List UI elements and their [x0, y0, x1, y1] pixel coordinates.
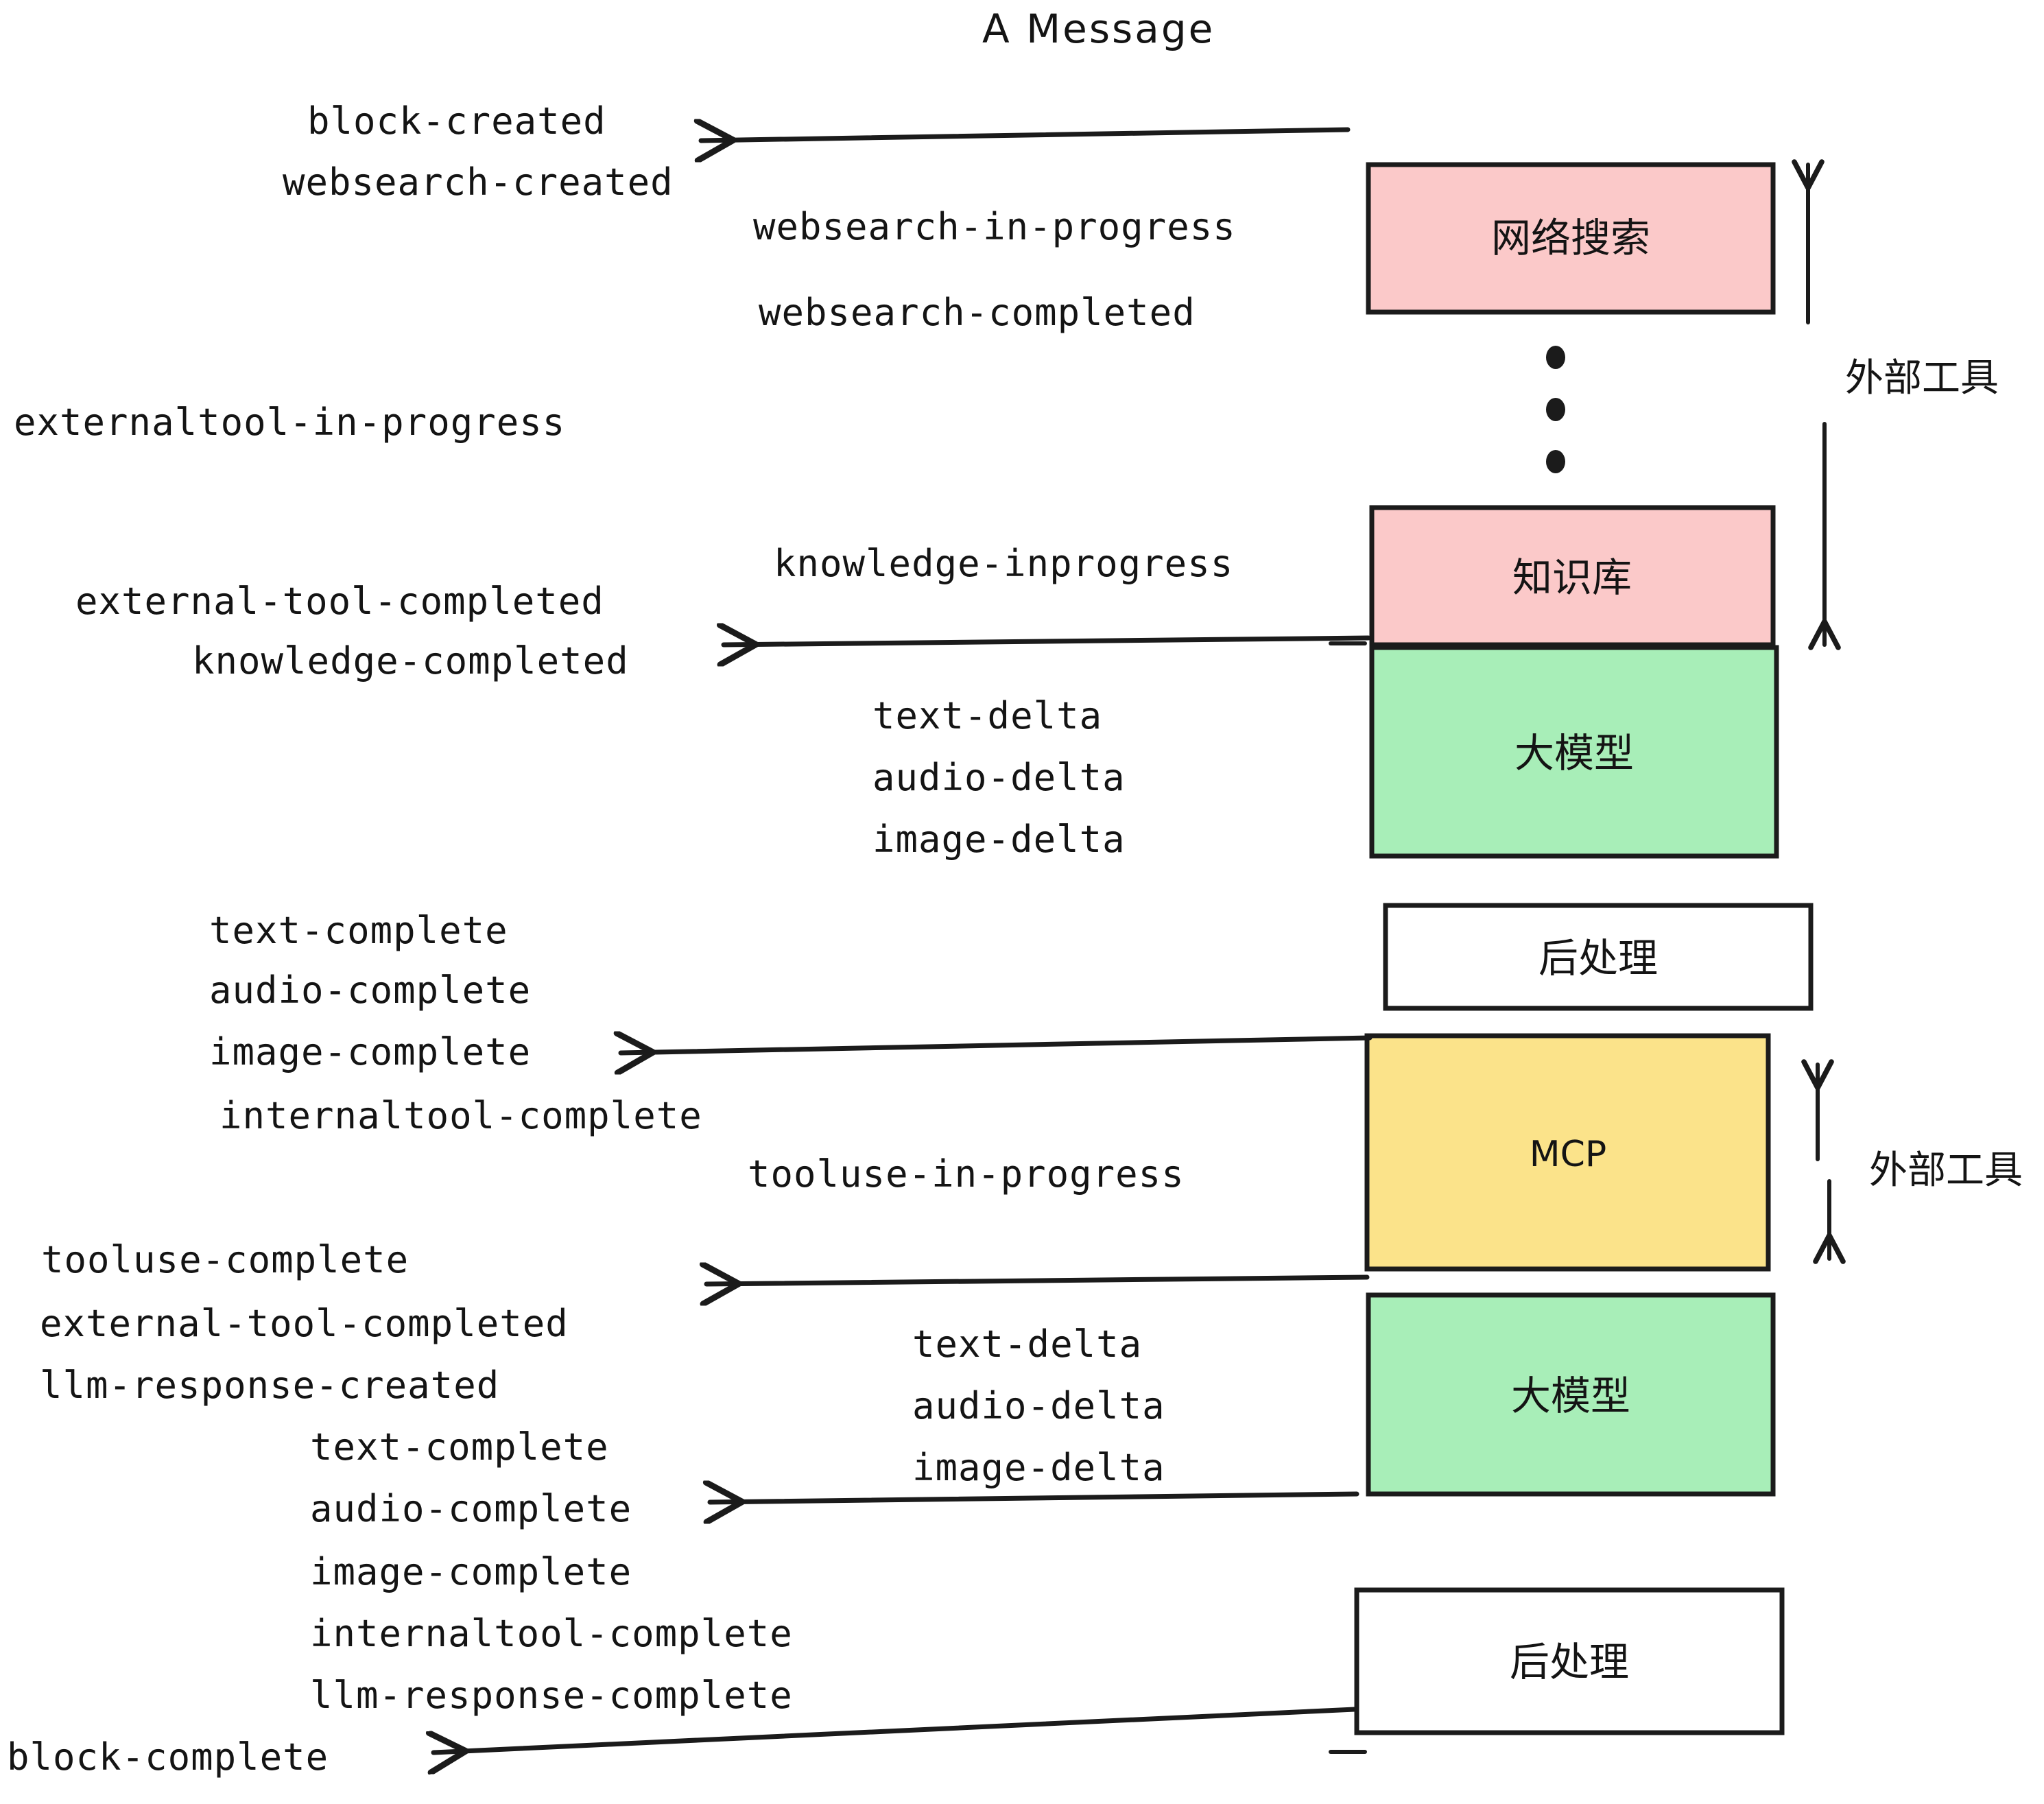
node-llm-first[interactable]: 大模型 — [1369, 645, 1779, 859]
event-label-text-delta-1: text-delta — [872, 694, 1102, 737]
event-label-tooluse-complete: tooluse-complete — [41, 1238, 409, 1281]
node-rect[interactable] — [1369, 505, 1776, 648]
event-label-knowledge-completed: knowledge-completed — [192, 639, 629, 683]
event-labels: block-created websearch-created websearc… — [7, 99, 1236, 1779]
arrow-image-complete — [621, 1038, 1372, 1053]
event-label-image-complete-2: image-complete — [310, 1550, 632, 1593]
node-rect[interactable] — [1364, 1033, 1771, 1272]
arrow-block-complete — [433, 1707, 1357, 1753]
event-label-tooluse-in-progress: tooluse-in-progress — [748, 1152, 1185, 1196]
event-label-externaltool-in-progress: externaltool-in-progress — [14, 401, 565, 444]
event-label-image-complete-1: image-complete — [209, 1030, 531, 1073]
node-knowledge[interactable]: 知识库 — [1369, 505, 1776, 648]
event-label-block-created: block-created — [307, 99, 606, 143]
event-label-block-complete: block-complete — [7, 1735, 329, 1779]
side-label-external-tool-top: 外部工具 — [1845, 356, 1999, 401]
event-label-internaltool-complete-1: internaltool-complete — [219, 1094, 702, 1137]
event-label-external-tool-completed-1: external-tool-completed — [75, 580, 604, 623]
event-label-websearch-created: websearch-created — [283, 161, 674, 204]
node-post-second[interactable]: 后处理 — [1354, 1587, 1785, 1735]
arrow-block-created — [701, 130, 1351, 141]
node-label: 网络搜索 — [1491, 215, 1650, 261]
arrow-tooluse-complete — [706, 1277, 1370, 1284]
event-label-audio-delta-2: audio-delta — [912, 1384, 1165, 1427]
node-label: 知识库 — [1512, 554, 1632, 601]
node-rect[interactable] — [1369, 645, 1779, 859]
page-title: A Message — [982, 5, 1215, 52]
node-mcp[interactable]: MCP — [1364, 1033, 1771, 1272]
event-label-websearch-completed: websearch-completed — [759, 291, 1196, 334]
event-label-image-delta-1: image-delta — [872, 818, 1126, 861]
node-rect[interactable] — [1354, 1587, 1785, 1735]
node-llm-second[interactable]: 大模型 — [1366, 1292, 1776, 1497]
node-label: 大模型 — [1514, 730, 1634, 776]
event-label-external-tool-completed-2: external-tool-completed — [40, 1302, 569, 1345]
event-label-websearch-in-progress: websearch-in-progress — [753, 205, 1236, 248]
node-rect[interactable] — [1383, 903, 1814, 1011]
event-label-internaltool-complete-2: internaltool-complete — [310, 1612, 793, 1655]
ellipsis-icon — [1546, 346, 1565, 473]
node-boxes: 网络搜索 知识库 大模型 后处理 MCP 大模型 — [1354, 162, 1814, 1735]
node-label: 后处理 — [1510, 1639, 1629, 1685]
event-label-audio-complete-2: audio-complete — [310, 1487, 632, 1530]
arrow-knowledge-completed — [724, 638, 1371, 645]
event-label-text-complete-1: text-complete — [209, 909, 508, 952]
event-label-image-delta-2: image-delta — [912, 1446, 1165, 1489]
node-rect[interactable] — [1366, 162, 1776, 315]
arrow-audio-complete — [710, 1494, 1359, 1502]
event-label-llm-response-created: llm-response-created — [40, 1364, 499, 1407]
side-label-external-tool-bottom: 外部工具 — [1869, 1148, 2023, 1193]
node-post-first[interactable]: 后处理 — [1383, 903, 1814, 1011]
event-label-text-complete-2: text-complete — [310, 1425, 609, 1469]
node-label: 后处理 — [1538, 935, 1658, 982]
event-label-audio-complete-1: audio-complete — [209, 969, 531, 1012]
node-label: 大模型 — [1511, 1373, 1630, 1419]
node-rect[interactable] — [1366, 1292, 1776, 1497]
node-label: MCP — [1530, 1134, 1607, 1175]
event-label-knowledge-inprogress: knowledge-inprogress — [774, 542, 1233, 585]
event-label-text-delta-2: text-delta — [912, 1322, 1142, 1366]
event-label-audio-delta-1: audio-delta — [872, 756, 1126, 799]
event-label-llm-response-complete: llm-response-complete — [310, 1674, 793, 1717]
node-websearch[interactable]: 网络搜索 — [1366, 162, 1776, 315]
